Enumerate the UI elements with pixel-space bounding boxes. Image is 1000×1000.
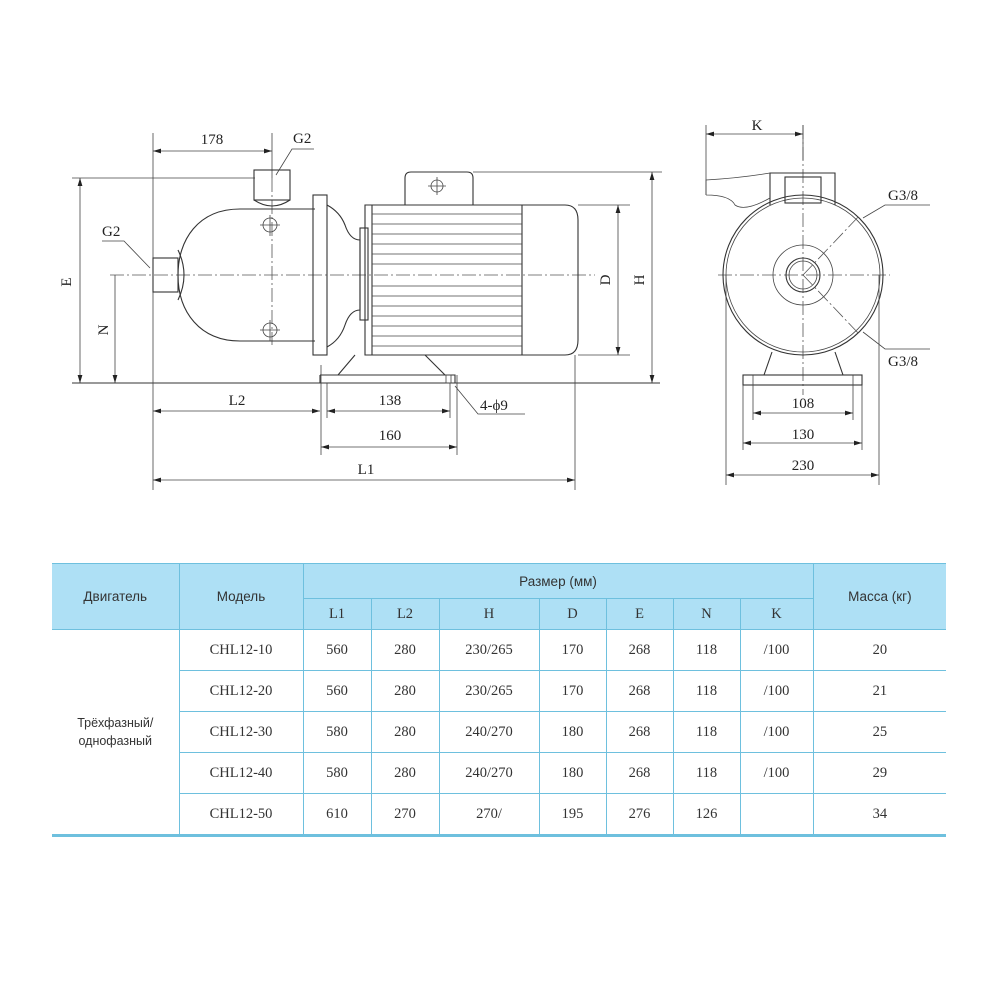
dim-138-label: 138 (379, 393, 402, 409)
table-row: Трёхфазный/ однофазный CHL12-10 560 280 … (52, 629, 947, 837)
n-cell: 126 (672, 793, 741, 837)
h-cell: 230/265 (438, 629, 540, 671)
pump-casing (722, 194, 884, 356)
dim-230-label: 230 (792, 458, 815, 474)
pump-dimension-drawing: 178 G2 G2 E N D H L2 138 160 L1 4-ϕ9 (59, 118, 930, 490)
model-cell: CHL12-40 (179, 752, 304, 794)
table-row: CHL12-20 560 280 230/265 170 268 118 /10… (52, 670, 947, 712)
l1-cell: 580 (302, 711, 372, 753)
header-motor: Двигатель (52, 563, 180, 630)
model-cell: CHL12-50 (179, 793, 304, 837)
header-size: Размер (мм) (302, 563, 814, 599)
n-cell: 118 (672, 670, 741, 712)
l2-cell: 270 (370, 793, 440, 837)
h-cell: 240/270 (438, 711, 540, 753)
l2-cell: 280 (370, 629, 440, 671)
dim-e-label: E (59, 277, 75, 286)
header-l2: L2 (370, 598, 440, 630)
h-cell: 230/265 (438, 670, 540, 712)
n-cell: 118 (672, 629, 741, 671)
l1-cell: 560 (302, 629, 372, 671)
mass-cell: 20 (812, 629, 947, 671)
k-cell: /100 (739, 752, 814, 794)
table-row: CHL12-50 610 270 270/ 195 276 126 34 (52, 793, 947, 837)
k-cell (739, 793, 814, 837)
dim-k-label: K (752, 118, 763, 134)
d-cell: 170 (538, 670, 607, 712)
mass-cell: 25 (812, 711, 947, 753)
motor-type-cell: Трёхфазный/ однофазный (52, 629, 180, 837)
h-cell: 240/270 (438, 752, 540, 794)
dim-d-label: D (598, 274, 614, 285)
mass-cell: 21 (812, 670, 947, 712)
k-cell: /100 (739, 670, 814, 712)
model-cell: CHL12-20 (179, 670, 304, 712)
l2-cell: 280 (370, 711, 440, 753)
l1-cell: 560 (302, 670, 372, 712)
side-view: 178 G2 G2 E N D H L2 138 160 L1 4-ϕ9 (59, 131, 662, 490)
header-d: D (538, 598, 607, 630)
base-plate (742, 374, 863, 386)
outlet-pipe (253, 169, 291, 201)
motor-fins (372, 213, 522, 347)
flange (312, 194, 328, 356)
dim-178-label: 178 (201, 132, 224, 148)
outlet-g2-label: G2 (293, 131, 311, 147)
k-cell: /100 (739, 711, 814, 753)
mass-cell: 29 (812, 752, 947, 794)
l2-cell: 280 (370, 670, 440, 712)
d-cell: 180 (538, 752, 607, 794)
e-cell: 268 (605, 670, 674, 712)
inlet-g2-label: G2 (102, 224, 120, 240)
motor (364, 204, 579, 356)
dim-160-label: 160 (379, 428, 402, 444)
d-cell: 195 (538, 793, 607, 837)
l2-cell: 280 (370, 752, 440, 794)
table-row: CHL12-30 580 280 240/270 180 268 118 /10… (52, 711, 947, 753)
n-cell: 118 (672, 752, 741, 794)
pump-body (177, 208, 315, 342)
dim-l1-label: L1 (358, 462, 375, 478)
e-cell: 268 (605, 629, 674, 671)
plug-bottom-label: G3/8 (888, 354, 918, 370)
dim-h-label: H (632, 274, 648, 285)
e-cell: 268 (605, 752, 674, 794)
header-mass: Масса (кг) (812, 563, 947, 630)
header-e: E (605, 598, 674, 630)
h-cell: 270/ (438, 793, 540, 837)
header-model: Модель (178, 563, 304, 630)
dim-130-label: 130 (792, 427, 815, 443)
dim-l2-label: L2 (229, 393, 246, 409)
d-cell: 180 (538, 711, 607, 753)
d-cell: 170 (538, 629, 607, 671)
dimensions-table: Двигатель Модель Размер (мм) Масса (кг) … (52, 563, 947, 837)
header-h: H (438, 598, 540, 630)
k-cell: /100 (739, 629, 814, 671)
mass-cell: 34 (812, 793, 947, 837)
l1-cell: 580 (302, 752, 372, 794)
table-row: CHL12-40 580 280 240/270 180 268 118 /10… (52, 752, 947, 794)
plug-top-label: G3/8 (888, 188, 918, 204)
e-cell: 276 (605, 793, 674, 837)
n-cell: 118 (672, 711, 741, 753)
e-cell: 268 (605, 711, 674, 753)
header-n: N (672, 598, 741, 630)
model-cell: CHL12-30 (179, 711, 304, 753)
l1-cell: 610 (302, 793, 372, 837)
terminal-box (404, 171, 474, 205)
dim-108-label: 108 (792, 396, 815, 412)
dim-n-label: N (96, 324, 112, 335)
motor-foot (319, 354, 456, 383)
header-k: K (739, 598, 814, 630)
holes-label: 4-ϕ9 (480, 398, 508, 414)
end-view: K G3/8 G3/8 108 130 230 (705, 118, 930, 485)
model-cell: CHL12-10 (178, 629, 304, 671)
header-l1: L1 (303, 598, 372, 630)
